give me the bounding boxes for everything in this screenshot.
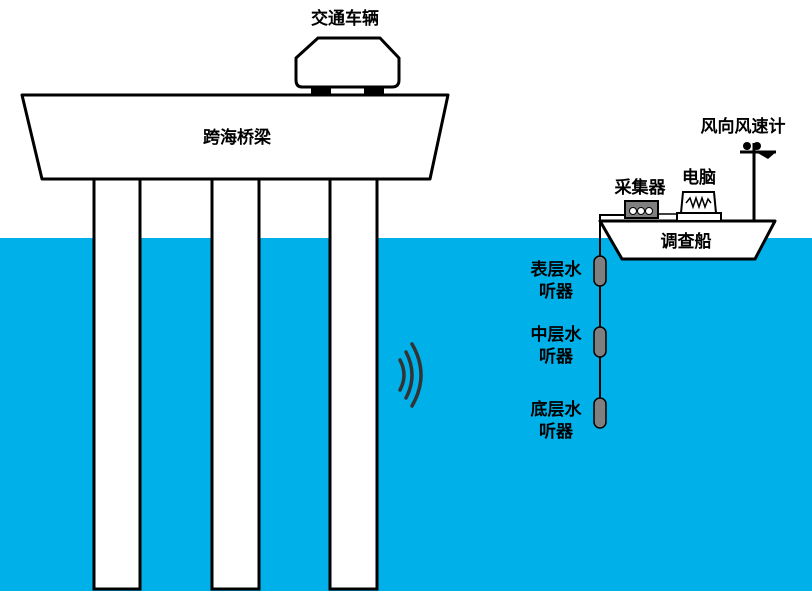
computer [676,191,722,222]
hydrophone-middle [593,326,607,358]
ship-label: 调查船 [661,231,712,252]
data-collector [624,200,659,219]
computer-label: 电脑 [682,167,716,188]
pier-right [328,177,379,591]
pier-left [92,177,142,591]
collector-label: 采集器 [614,177,667,198]
vehicle-body [294,36,401,89]
bridge-label: 跨海桥梁 [203,127,272,148]
bridge-piers [92,177,379,591]
hydrophone-surface-label-line2: 听器 [539,281,574,302]
hydrophone-bottom-label-line1: 底层水 [531,399,583,420]
vehicle [294,36,401,97]
sound-wave-icon [398,342,423,408]
anemometer-label: 风向风速计 [701,116,786,137]
hydrophone-middle-label-line1: 中层水 [531,324,583,345]
hydrophone-surface-label-line1: 表层水 [531,259,583,280]
wind-vane-icon [740,142,776,221]
vehicle-label: 交通车辆 [311,8,379,29]
hydrophone-bottom [593,397,607,429]
hydrophone-surface [593,255,607,287]
hydrophone-middle-label-line2: 听器 [539,346,574,367]
hydrophone-bottom-label-line2: 听器 [539,421,574,442]
computer-base [676,212,722,222]
bridge-deck [20,93,450,181]
pier-middle [210,177,261,591]
waveform-icon [685,195,712,210]
